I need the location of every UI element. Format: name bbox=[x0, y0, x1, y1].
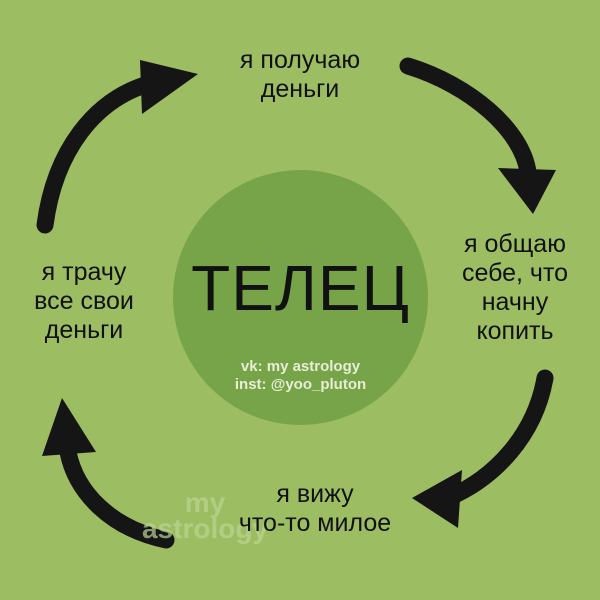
step-line: я получаю bbox=[239, 46, 361, 74]
zodiac-title: ТЕЛЕЦ bbox=[191, 252, 410, 324]
step-line: деньги bbox=[44, 316, 124, 344]
step-line: что-то милое bbox=[238, 509, 392, 537]
step-line: деньги bbox=[260, 75, 340, 103]
step-line: начну bbox=[481, 288, 549, 316]
watermark-line: astrology bbox=[141, 513, 269, 544]
cycle-step-promise-save: я общаю себе, что начну копить bbox=[440, 230, 590, 346]
step-line: все свои bbox=[34, 287, 134, 315]
cycle-step-spend-money: я трачу все свои деньги bbox=[5, 258, 163, 345]
arrow-bottom-to-left-icon bbox=[42, 398, 175, 549]
arrow-top-to-right-icon bbox=[399, 57, 556, 214]
watermark-line: my bbox=[184, 487, 226, 518]
credit-instagram: inst: @yoo_pluton bbox=[234, 376, 367, 393]
step-line: я общаю bbox=[464, 230, 566, 258]
step-line: копить bbox=[476, 317, 554, 345]
center-circle bbox=[173, 170, 428, 425]
arrow-left-to-top-icon bbox=[36, 60, 198, 234]
arrow-right-to-bottom-icon bbox=[412, 369, 554, 528]
step-line: я вижу bbox=[276, 480, 354, 508]
cycle-step-get-money: я получаю деньги bbox=[180, 46, 420, 104]
credit-vk: vk: my astrology bbox=[240, 358, 361, 375]
cycle-step-see-something-cute: я вижу что-то милое bbox=[200, 480, 430, 538]
step-line: я трачу bbox=[41, 258, 127, 286]
step-line: себе, что bbox=[461, 259, 569, 287]
